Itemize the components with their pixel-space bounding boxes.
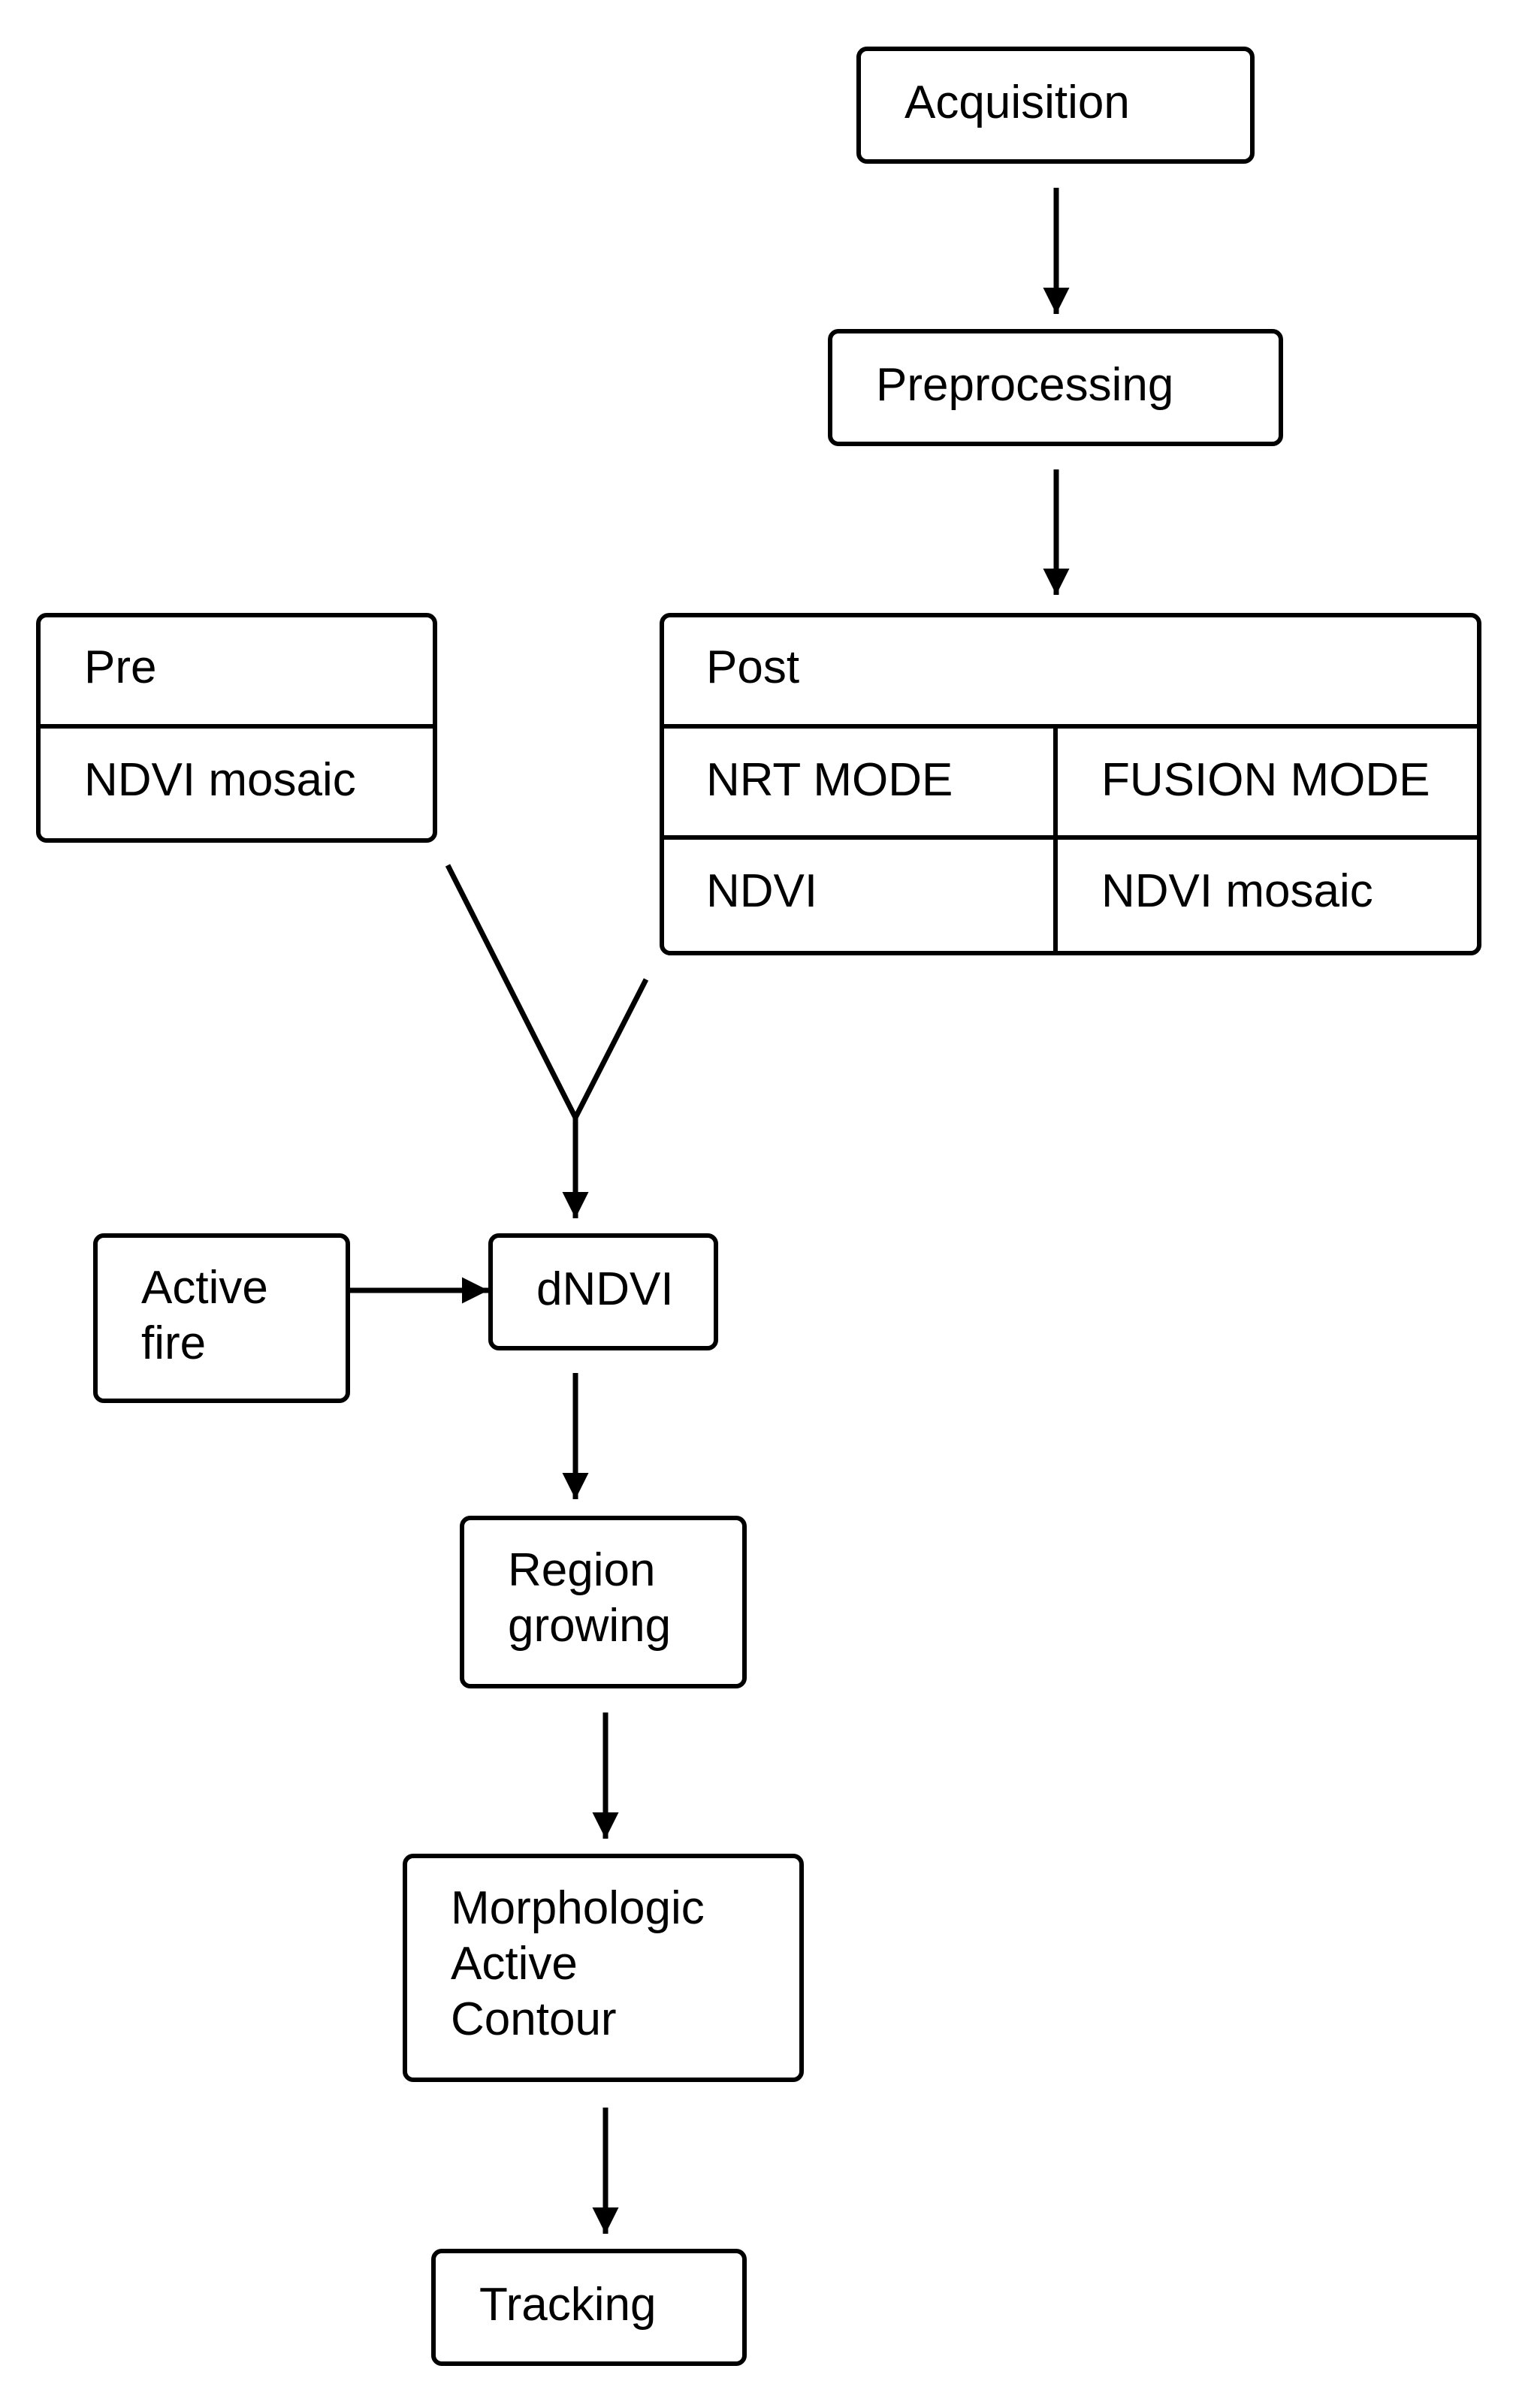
post-box [660,613,1481,955]
pre-title: Pre [84,641,157,693]
morphologic-active-contour-box [403,1854,804,2082]
nrt-mode-label: NRT MODE [706,754,953,806]
dndvi-label: dNDVI [536,1263,674,1315]
merge-line-pre [445,864,578,1119]
post-column-divider [1053,724,1058,955]
tracking-label: Tracking [479,2279,657,2331]
acquisition-box [856,47,1255,164]
region-growing-line-1: Region [508,1544,656,1596]
nrt-product-label: NDVI [706,865,818,917]
fusion-mode-label: FUSION MODE [1101,754,1430,806]
pre-product: NDVI mosaic [84,754,356,806]
contour-line-3: Contour [451,1993,617,2045]
tracking-box [431,2249,747,2366]
contour-line-1: Morphologic [451,1882,705,1934]
active-fire-box [93,1233,350,1403]
region-growing-line-2: growing [508,1600,672,1652]
active-fire-line-1: Active [141,1262,268,1314]
fusion-product-label: NDVI mosaic [1101,865,1373,917]
active-fire-line-2: fire [141,1317,207,1369]
preprocessing-box [828,329,1283,446]
post-divider-middle [660,835,1481,840]
preprocessing-label: Preprocessing [876,359,1174,411]
pre-divider [36,724,437,729]
contour-line-2: Active [451,1938,578,1990]
region-growing-box [460,1516,747,1688]
post-title: Post [706,641,800,693]
acquisition-label: Acquisition [904,77,1130,128]
post-divider-top [660,724,1481,729]
dndvi-box [488,1233,718,1350]
merge-line-post [572,978,649,1119]
